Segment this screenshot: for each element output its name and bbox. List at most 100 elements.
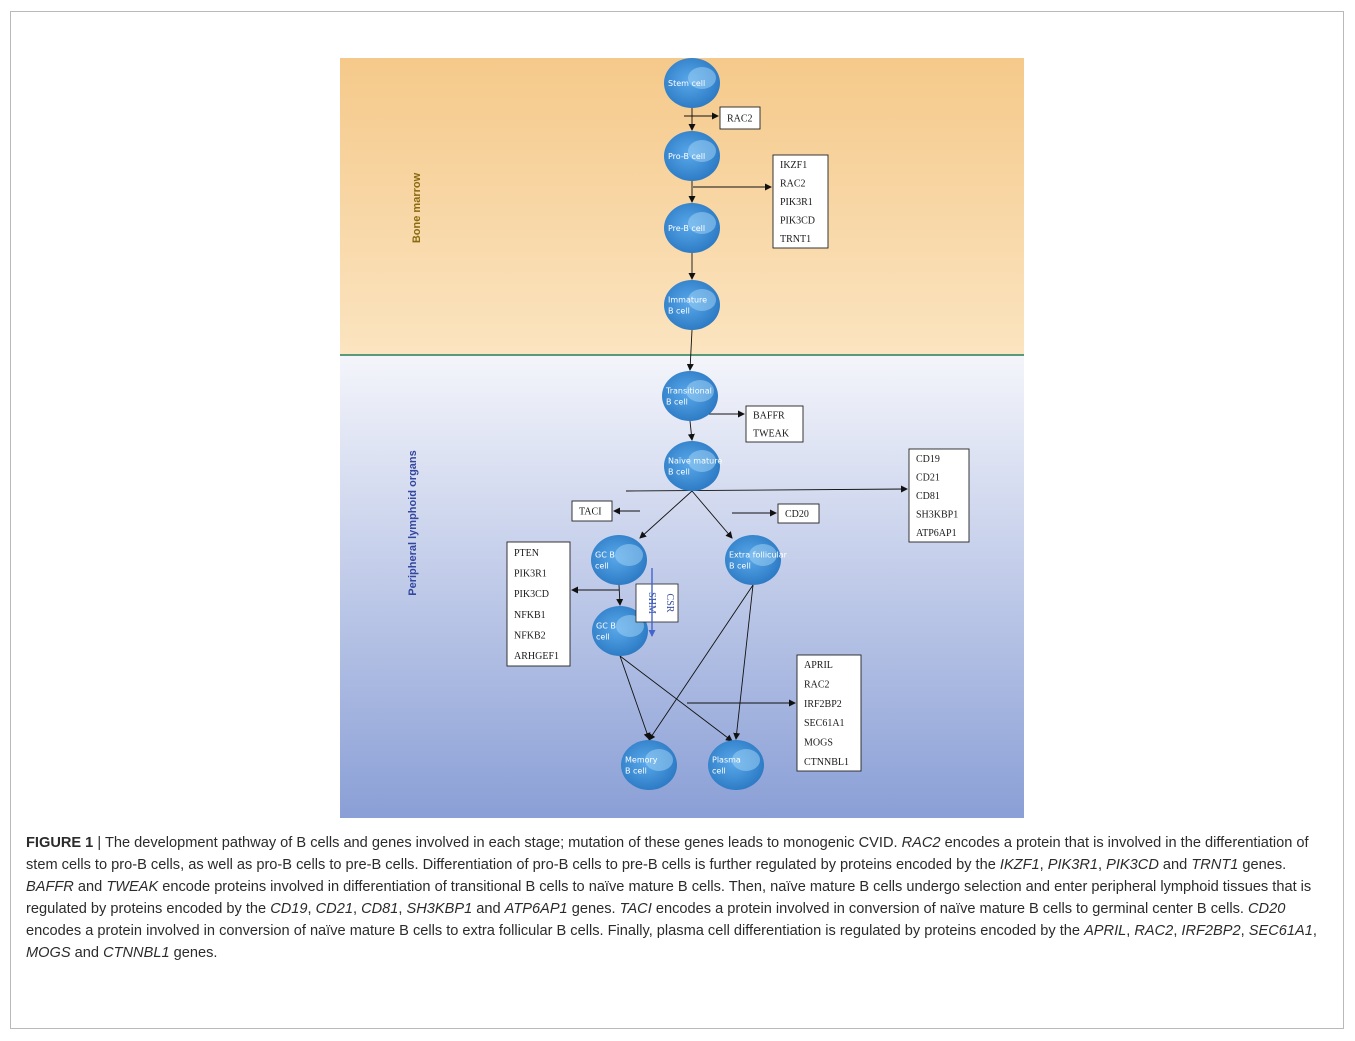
caption-gene: CD81 — [361, 901, 399, 917]
cell-label: GC B — [596, 622, 616, 631]
gene-box-frame — [772, 154, 829, 249]
figure-caption: FIGURE 1 | The development pathway of B … — [26, 832, 1326, 964]
cell-gc-b-2: GC B cell — [592, 606, 648, 656]
caption-segment: , — [352, 901, 362, 917]
gene-label: IRF2BP2 — [804, 699, 842, 710]
gene-label: SEC61A1 — [804, 718, 845, 729]
caption-segment: and — [472, 901, 505, 917]
cell-nucleus — [686, 380, 714, 402]
gene-label: SH3KBP1 — [916, 510, 958, 521]
pathway-arrow — [619, 655, 651, 740]
caption-gene: PIK3CD — [1106, 857, 1159, 873]
bone-marrow-label: Bone marrow — [411, 172, 423, 243]
caption-segment: , — [398, 901, 407, 917]
gene-box-frame — [777, 503, 820, 524]
caption-gene: RAC2 — [901, 835, 941, 851]
caption-segment: and — [70, 945, 104, 961]
csr-label: CSR — [664, 594, 675, 613]
cell-pro-b: Pro-B cell — [664, 131, 720, 181]
pathway-arrow — [687, 420, 695, 441]
caption-gene: CD19 — [270, 901, 308, 917]
cell-nucleus — [732, 749, 760, 771]
caption-segment: , — [1039, 857, 1048, 873]
gene-label: RAC2 — [780, 178, 806, 189]
caption-segment: , — [1173, 923, 1182, 939]
caption-segment: and — [1158, 857, 1192, 873]
caption-gene: PIK3R1 — [1047, 857, 1099, 873]
gene-box-frame — [719, 106, 761, 130]
gene-label: PIK3CD — [514, 589, 549, 600]
cell-label: B cell — [668, 468, 690, 477]
gene-box-frame — [908, 448, 970, 543]
pathway-arrows — [571, 108, 908, 742]
gene-label: BAFFR — [753, 411, 785, 422]
cell-nucleus — [615, 544, 643, 566]
caption-gene: CTNNBL1 — [103, 945, 170, 961]
gene-label: CD19 — [916, 454, 940, 465]
cell-nucleus — [749, 544, 777, 566]
gene-label: PIK3R1 — [514, 569, 547, 580]
cell-stem: Stem cell — [664, 58, 720, 108]
cell-label: Naïve mature — [668, 457, 722, 466]
gene-label: NFKB1 — [514, 610, 546, 621]
cell-label: Extra follicular — [729, 551, 788, 560]
cell-label: GC B — [595, 551, 615, 560]
caption-segment: , — [1098, 857, 1107, 873]
cell-nucleus — [688, 212, 716, 234]
pathway-arrow — [686, 329, 694, 371]
caption-gene: CD21 — [315, 901, 353, 917]
caption-segment: encodes a protein that is involved in th… — [26, 835, 1309, 873]
pathway-arrow — [619, 655, 733, 742]
pathway-arrow — [733, 584, 754, 740]
pathway-arrow — [648, 584, 754, 741]
gene-label: TACI — [579, 507, 602, 518]
cell-label: Stem cell — [668, 79, 705, 88]
caption-gene: TACI — [619, 901, 652, 917]
gene-label: PIK3R1 — [780, 197, 813, 208]
gene-box-frame — [796, 654, 862, 772]
gene-box-taci: TACI — [571, 500, 613, 522]
gene-label: ARHGEF1 — [514, 651, 559, 662]
caption-segment: genes. — [169, 945, 218, 961]
caption-gene: ATP6AP1 — [504, 901, 568, 917]
caption-segment: , — [1126, 923, 1135, 939]
gene-label: CD20 — [785, 509, 809, 520]
gene-label: IKZF1 — [780, 160, 807, 171]
cell-label: B cell — [729, 562, 751, 571]
gene-box-cd20: CD20 — [777, 503, 820, 524]
gene-label: ATP6AP1 — [916, 528, 957, 539]
gene-label: PIK3CD — [780, 216, 815, 227]
caption-segment: , — [307, 901, 316, 917]
gene-label: CD81 — [916, 491, 940, 502]
cell-label: Transitional — [665, 387, 712, 396]
gene-box-frame — [571, 500, 613, 522]
b-cell-pathway-diagram: Bone marrow Peripheral lymphoid organs S… — [340, 58, 1024, 818]
figure-frame — [10, 11, 1344, 1029]
cell-nucleus — [688, 140, 716, 162]
cell-label: cell — [595, 562, 609, 571]
pathway-arrow — [625, 485, 908, 493]
cell-nucleus — [688, 289, 716, 311]
gene-label: MOGS — [804, 738, 833, 749]
figure-label: FIGURE 1 — [26, 835, 94, 851]
caption-gene: IRF2BP2 — [1181, 923, 1241, 939]
peripheral-lymphoid-label: Peripheral lymphoid organs — [407, 450, 419, 595]
caption-gene: IKZF1 — [999, 857, 1040, 873]
gene-box-rac2: RAC2 — [719, 106, 761, 130]
pathway-arrow — [616, 584, 624, 606]
cell-label: cell — [596, 633, 610, 642]
gene-box-frame — [506, 541, 571, 667]
gene-label: TRNT1 — [780, 234, 811, 245]
cell-label: Immature — [668, 296, 707, 305]
cell-extra-follicular-b: Extra follicular B cell — [725, 535, 788, 585]
cell-label: Memory — [625, 756, 658, 765]
gene-label: NFKB2 — [514, 631, 546, 642]
caption-segment: encodes a protein involved in conversion… — [26, 923, 1085, 939]
cell-naive-mature-b: Naïve mature B cell — [664, 441, 722, 491]
